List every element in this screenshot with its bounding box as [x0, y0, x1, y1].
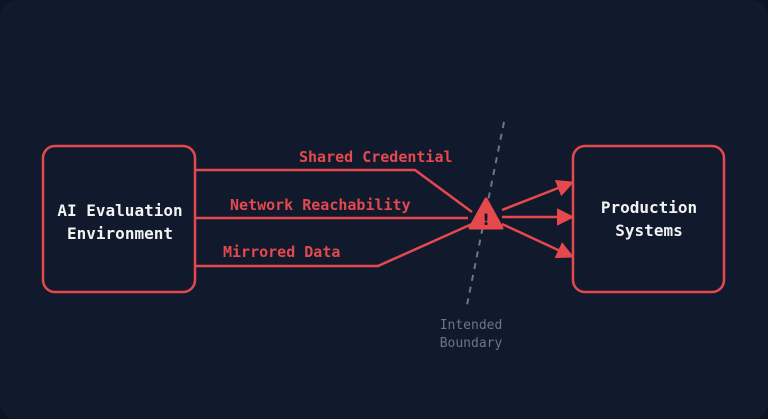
target-box-line1: Production [601, 198, 697, 217]
warning-triangle-icon: ! [468, 197, 504, 230]
boundary-label-line2: Boundary [440, 336, 503, 351]
path-label-mirrored-data: Mirrored Data [223, 243, 340, 261]
path-label-shared-credential: Shared Credential [299, 148, 453, 166]
target-box-line2: Systems [615, 221, 682, 240]
production-systems-box [571, 144, 726, 294]
warning-glyph: ! [482, 210, 489, 229]
source-box-line1: AI Evaluation [57, 201, 182, 220]
mirrored-data-path [195, 222, 473, 268]
boundary-label-line1: Intended [440, 318, 503, 333]
shared-credential-path [195, 168, 473, 214]
arrow-to-production-bottom [501, 222, 575, 259]
intended-boundary-line [465, 121, 505, 311]
path-label-network-reachability: Network Reachability [230, 196, 411, 214]
source-box-line2: Environment [67, 224, 173, 243]
arrow-to-production-top [501, 179, 575, 212]
